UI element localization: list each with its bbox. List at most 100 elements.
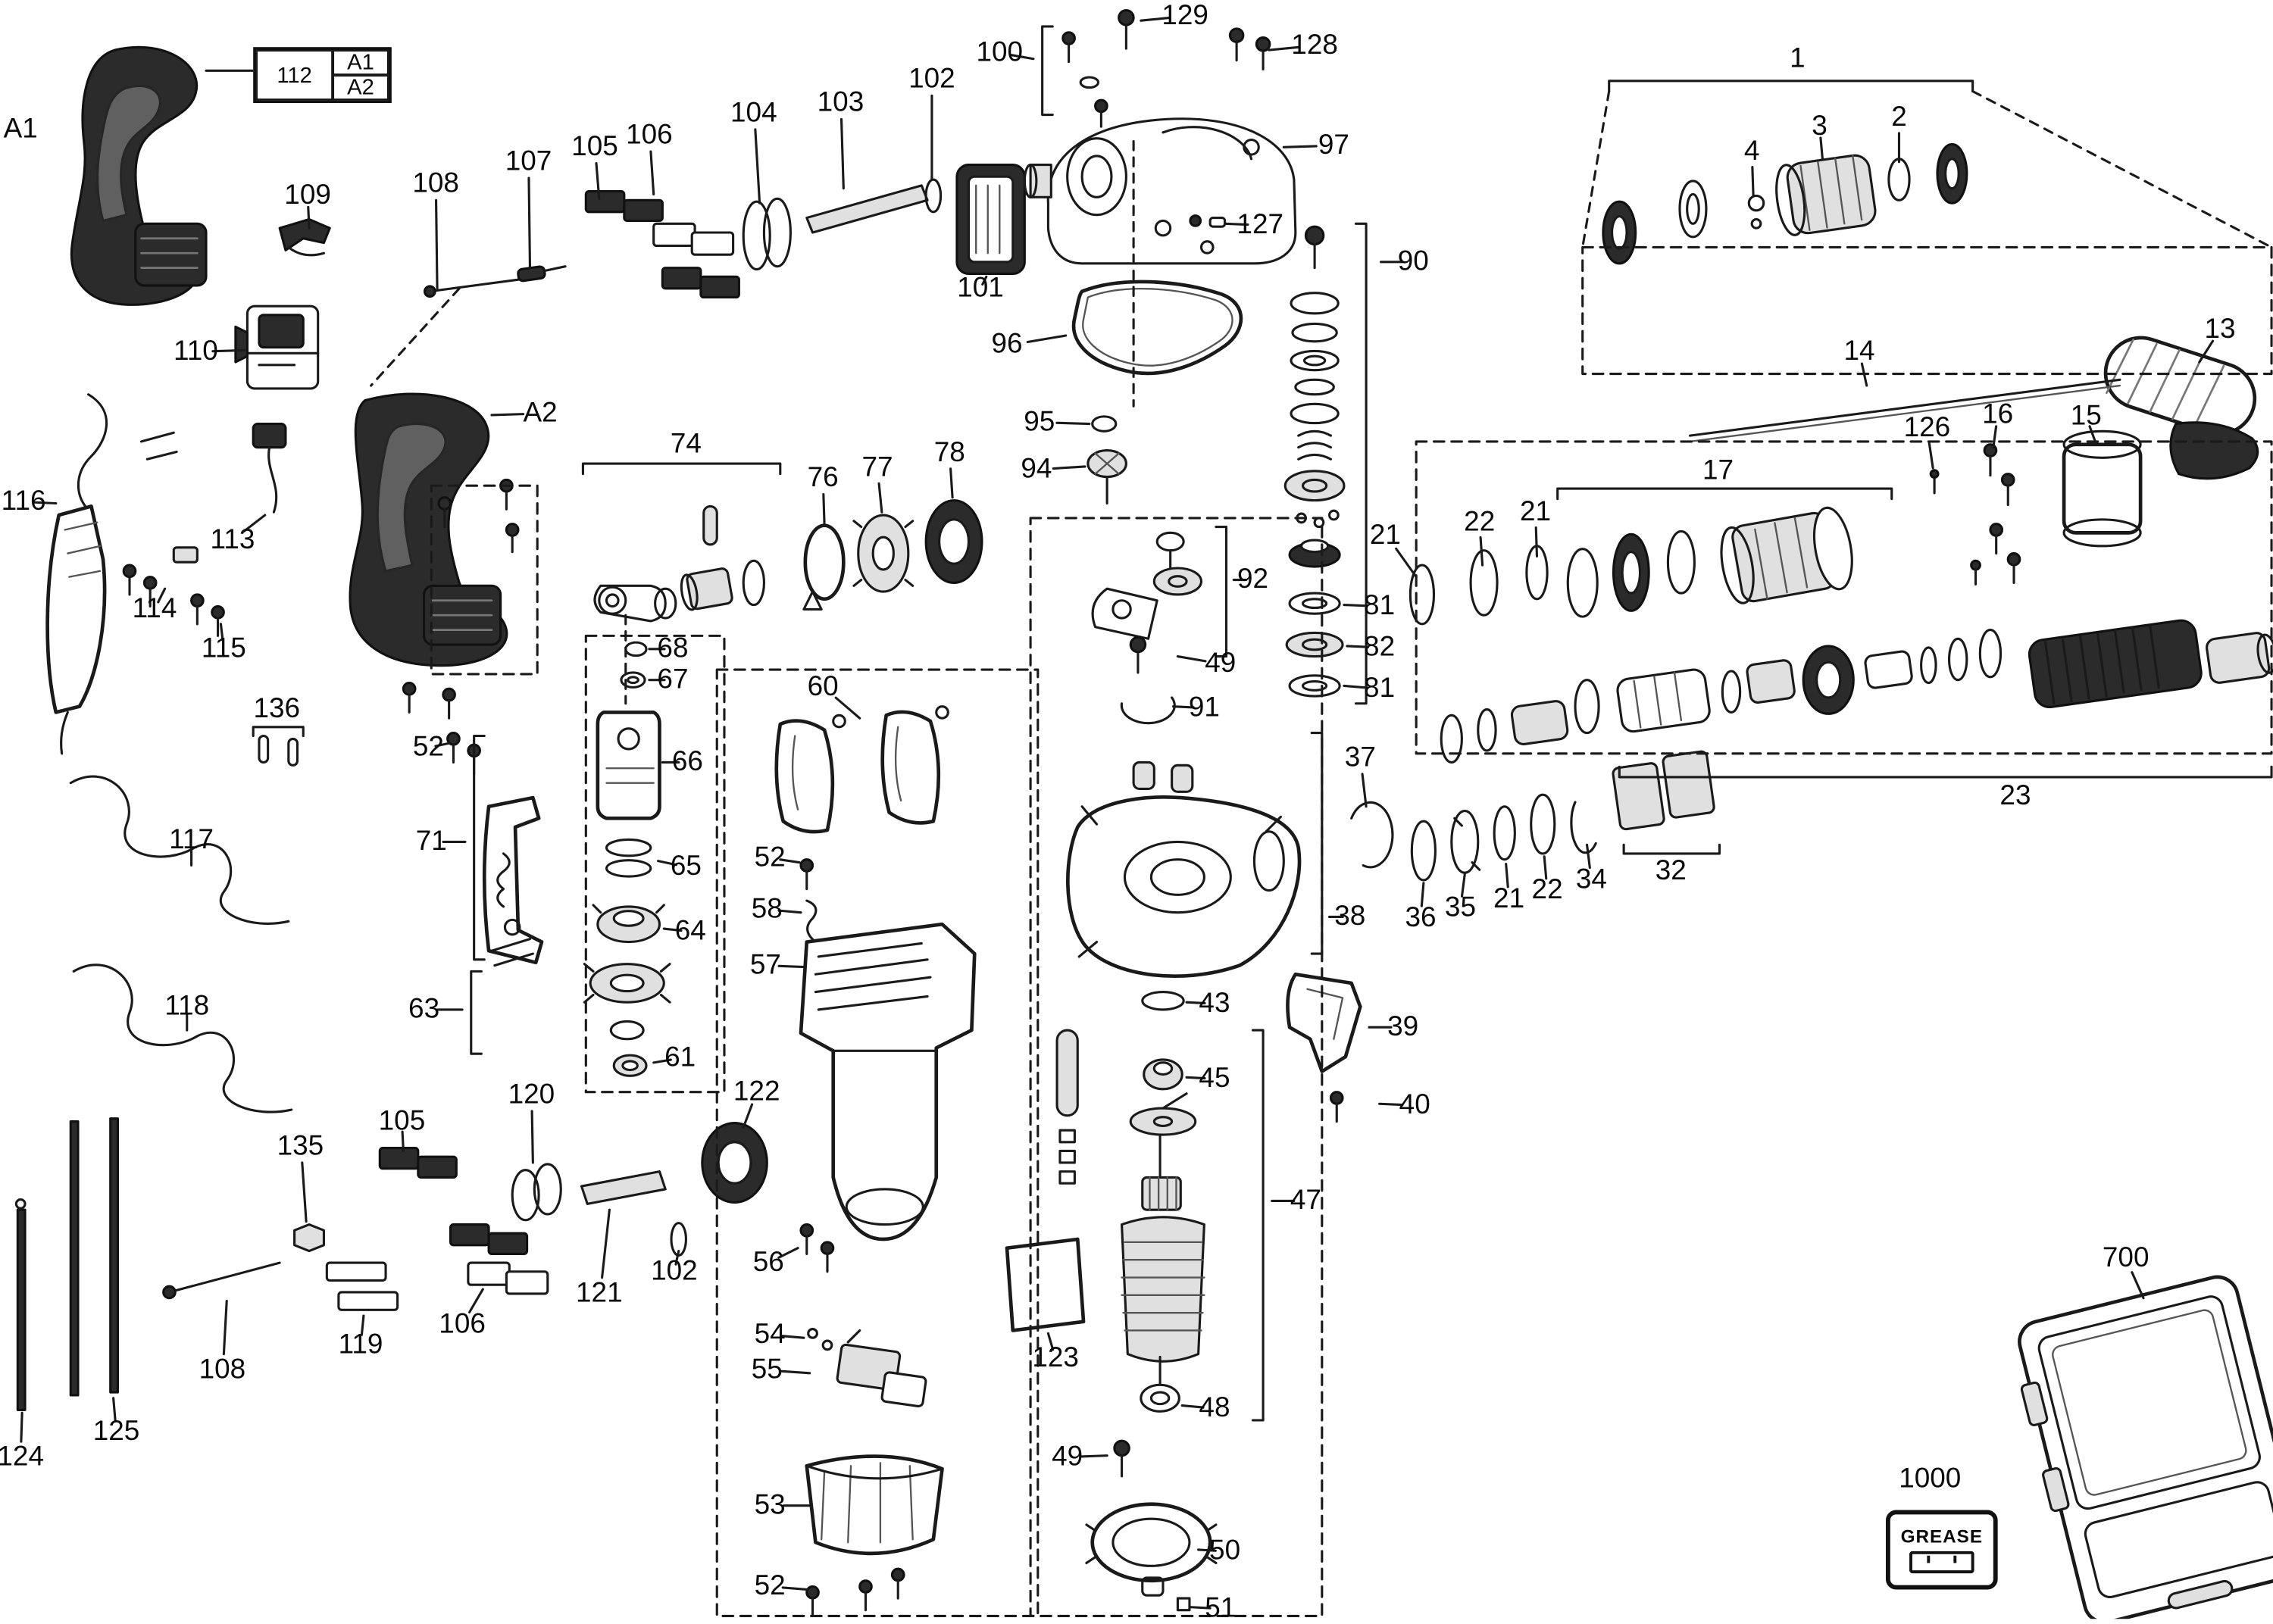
part-callout-106: 106 [439,1309,486,1341]
part-callout-700: 700 [2102,1242,2150,1274]
part-callout-71: 71 [415,826,447,857]
leader-line [1010,54,1035,61]
leader-line [1819,136,1824,161]
part-callout-94: 94 [1021,454,1052,486]
part-callout-2: 2 [1891,102,1907,133]
group-bracket [1251,1029,1265,1422]
screws-52-drawing [446,732,905,1617]
clip-68-drawing [624,641,648,657]
cable-clip-drawing [278,217,331,257]
part-callout-21: 21 [1520,496,1552,528]
group-bracket [1310,732,1324,955]
rings-104-drawing [742,197,792,271]
part-callout-128: 128 [1291,30,1338,61]
leader-line [949,467,954,499]
oring-43-drawing [1141,991,1185,1011]
part-callout-67: 67 [657,664,689,696]
part-callout-64: 64 [674,916,706,948]
power-cord-116-drawing [45,393,178,755]
leader-line [401,1130,405,1152]
leader-line [780,1335,805,1339]
part-callout-38: 38 [1334,901,1366,932]
chuck-parts-1-drawing [1602,142,1968,265]
screw-49-lower-drawing [1113,1439,1130,1478]
leader-line [1543,855,1548,880]
leader-line [1860,362,1868,387]
conrod-74-drawing [593,504,765,623]
leader-line [652,1058,672,1064]
part-callout-92: 92 [1237,564,1269,595]
part-callout-51: 51 [1205,1593,1237,1624]
gasket-96-drawing [1071,280,1243,376]
part-callout-102: 102 [908,64,955,95]
part-callout-54: 54 [754,1319,786,1351]
leader-line [777,964,805,969]
part-callout-43: 43 [1199,988,1230,1020]
leader-line [601,1208,611,1279]
gear-housing-97-drawing [1023,117,1297,265]
dashed-connector-line [1971,89,2273,248]
dashed-connector-line [1581,89,1611,248]
screws-top-drawing [1061,9,1271,228]
part-callout-108: 108 [412,168,459,200]
part-callout-107: 107 [505,146,552,178]
leader-line [834,696,861,720]
leader-line [360,1314,365,1336]
part-callout-55: 55 [751,1354,783,1386]
screws-16-126-drawing [1929,443,2021,586]
part-callout-35: 35 [1444,892,1476,924]
part-callout-105: 105 [571,131,618,163]
leader-line [1026,334,1068,344]
part-callout-22: 22 [1531,875,1563,906]
group-bracket [1215,526,1228,658]
group-dashed-box [430,484,539,676]
part-callout-66: 66 [671,747,703,778]
parts-94-95-drawing [1086,415,1127,505]
part-callout-127: 127 [1237,209,1284,241]
leader-line [1928,441,1934,470]
leader-line [662,927,683,932]
leader-line [1197,1548,1217,1552]
part-callout-45: 45 [1199,1063,1230,1095]
grease-label: GREASE [1900,1526,1984,1547]
leader-line [435,198,439,290]
leader-line [1224,222,1249,226]
part-callout-78: 78 [933,438,965,469]
leader-line [2198,339,2215,364]
leader-line [33,501,58,505]
leader-line [222,1300,228,1356]
leader-line [211,348,246,353]
part-callout-136: 136 [253,694,301,725]
rings-21-22-upper-drawing [1409,545,1549,626]
ref-variant-a2: A2 [333,75,389,101]
leader-line [1080,1454,1108,1458]
leader-line [157,587,167,604]
part-callout-53: 53 [754,1490,786,1522]
pin-107-drawing [517,265,567,283]
group-dashed-box [1029,517,1324,1617]
bearing-64-drawing [592,904,665,944]
leader-line [777,909,802,914]
part-callout-106: 106 [626,120,673,151]
part-callout-a1: A1 [3,114,38,145]
motor-housing-57-drawing [799,922,977,1241]
part-callout-40: 40 [1399,1089,1430,1121]
piston-66-drawing [596,710,661,820]
plate-76-drawing [802,523,846,611]
part-callout-102: 102 [651,1256,698,1288]
part-callout-50: 50 [1209,1535,1241,1567]
part-callout-58: 58 [751,894,783,926]
clip-135-drawing [293,1223,326,1253]
part-callout-56: 56 [752,1247,784,1279]
part-callout-118: 118 [164,991,210,1023]
leader-line [1460,873,1466,898]
part-callout-47: 47 [1290,1185,1321,1216]
part-callout-32: 32 [1655,855,1687,887]
rings-120-drawing [511,1163,562,1222]
part-callout-126: 126 [1903,413,1951,444]
part-callout-97: 97 [1318,130,1349,161]
part-callout-109: 109 [284,180,331,211]
part-callout-113: 113 [210,524,255,556]
leader-line [1751,165,1755,197]
part-callout-82: 82 [1364,632,1396,664]
